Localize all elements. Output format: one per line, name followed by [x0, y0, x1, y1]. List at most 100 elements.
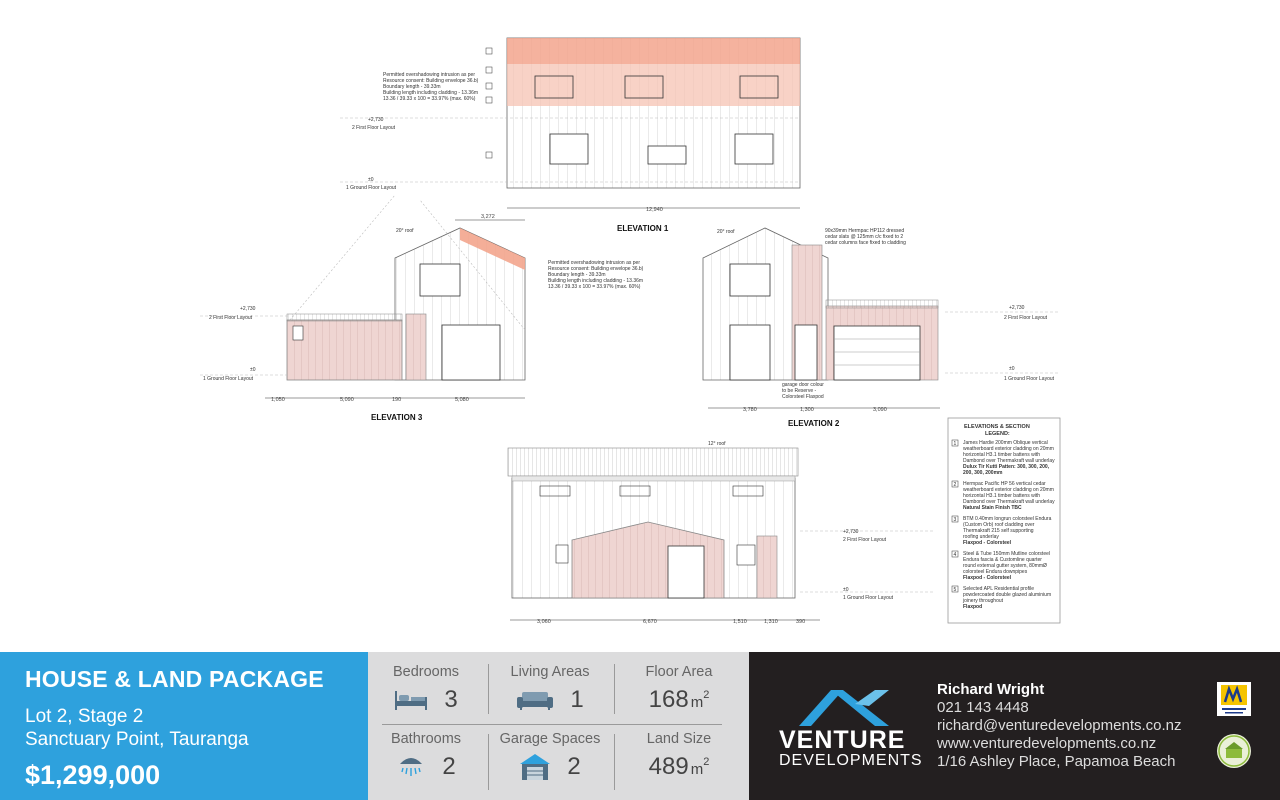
homestar-badge-icon [1217, 734, 1251, 768]
level-label: 1 Ground Floor Layout [203, 376, 254, 382]
legend-number: 5 [954, 587, 957, 593]
level-label: +2,730 [368, 117, 384, 123]
note-line: 13.36 / 39.33 x 100 = 33.97% (max. 60%) [548, 284, 641, 290]
level-label: 1 Ground Floor Layout [346, 185, 397, 191]
elevation-1-title: ELEVATION 1 [617, 224, 669, 233]
divider [382, 724, 722, 725]
level-label: ±0 [368, 177, 374, 183]
stat-living: Living Areas 1 [490, 664, 610, 714]
floor-area-label: Floor Area [645, 664, 713, 680]
divider [614, 734, 615, 790]
roof-label: 12° roof [708, 441, 726, 447]
note-line: Resource consent: Building envelope 36.b… [383, 78, 479, 84]
bed-icon [395, 691, 428, 710]
package-title: HOUSE & LAND PACKAGE [25, 666, 324, 692]
note-line: Permitted overshadowing intrusion as per [548, 260, 640, 266]
level-label: 2 First Floor Layout [352, 125, 396, 131]
note-line: Resource consent: Building envelope 36.b… [548, 266, 644, 272]
legend-number: 4 [954, 552, 957, 558]
level-label: +2,730 [1009, 305, 1025, 311]
location-label: Sanctuary Point, Tauranga [25, 729, 249, 750]
divider [488, 734, 489, 790]
stat-bedrooms: Bedrooms 3 [366, 664, 486, 714]
package-panel: HOUSE & LAND PACKAGE Lot 2, Stage 2 Sanc… [0, 652, 368, 800]
dim-label: 1,510 [733, 619, 747, 625]
office-address: 1/16 Ashley Place, Papamoa Beach [937, 753, 1176, 770]
note-line: Building length including cladding - 13.… [383, 90, 478, 96]
legend-finish: Dulux Tir Kutti Patten: 300, 300, 200,20… [963, 464, 1050, 476]
garage-value: 2 [567, 753, 581, 780]
garage-label: Garage Spaces [499, 731, 601, 747]
dim-label: 390 [796, 619, 805, 625]
brand-subname: DEVELOPMENTS [779, 752, 923, 769]
legend-text: BTM 0.40mm longrun colorsteel Endura(Cus… [963, 516, 1052, 540]
legend-title: ELEVATIONS & SECTION [964, 424, 1030, 430]
agent-panel: VENTURE DEVELOPMENTS Richard Wright 021 … [749, 652, 1280, 800]
brand-name: VENTURE [779, 726, 906, 754]
legend-number-box [951, 550, 959, 558]
level-label: 2 First Floor Layout [843, 537, 887, 543]
bathrooms-value: 2 [442, 753, 456, 780]
legend-finish: Flaxpod - Colorsteel [963, 575, 1012, 581]
dim-label: 1,300 [800, 407, 814, 413]
website-link[interactable]: www.venturedevelopments.co.nz [937, 735, 1157, 752]
level-label: ±0 [843, 587, 849, 593]
dim-label: 5,080 [455, 397, 469, 403]
legend-number: 3 [954, 517, 957, 523]
bedrooms-label: Bedrooms [392, 664, 460, 680]
legend-finish: Flaxpod [963, 604, 982, 610]
living-label: Living Areas [510, 664, 590, 680]
level-label: ±0 [250, 367, 256, 373]
venture-logo-icon [799, 690, 889, 726]
elevation-3: 1,050 5,090 190 5,080 3,272 ELEVATION 3 … [200, 194, 644, 422]
level-label: 1 Ground Floor Layout [1004, 376, 1055, 382]
legend-number-box [951, 480, 959, 488]
level-label: +2,730 [843, 529, 859, 535]
note-line: 90x39mm Hermpac HP112 dressed [825, 228, 904, 234]
dim-label: 6,670 [643, 619, 657, 625]
legend-number-box [951, 515, 959, 523]
legend-number: 1 [954, 441, 957, 447]
note-line: Boundary length - 39.33m [548, 272, 606, 278]
land-size-label: Land Size [646, 731, 712, 747]
agent-name: Richard Wright [937, 681, 1045, 698]
note-line: Colorsteel Flaxpod [782, 394, 824, 400]
divider [488, 664, 489, 714]
legend-finish: Natural Stain Finish TBC [963, 505, 1022, 511]
stat-bathrooms: Bathrooms 2 [366, 731, 486, 781]
legend-subtitle: LEGEND: [985, 431, 1010, 437]
note-line: Boundary length - 39.33m [383, 84, 441, 90]
garage-icon [520, 754, 551, 780]
master-builders-badge-icon [1217, 682, 1251, 716]
agent-phone[interactable]: 021 143 4448 [937, 699, 1029, 716]
legend-finish: Flaxpod - Colorsteel [963, 540, 1012, 546]
note-line: 13.36 / 39.33 x 100 = 33.97% (max. 60%) [383, 96, 476, 102]
stat-garage: Garage Spaces 2 [490, 731, 610, 781]
note-line: cedar slats @ 125mm c/c fixed to 2 [825, 234, 903, 240]
legend-number-box [951, 585, 959, 593]
agent-email[interactable]: richard@venturedevelopments.co.nz [937, 717, 1182, 734]
legend-number-box [951, 439, 959, 447]
legend-number: 2 [954, 482, 957, 488]
level-label: +2,730 [240, 306, 256, 312]
lot-label: Lot 2, Stage 2 [25, 706, 144, 727]
bedrooms-value: 3 [444, 686, 458, 713]
elevation-2: 3,780 1,300 3,090 ELEVATION 2 20° roof 9… [702, 227, 1060, 428]
dim-label: 1,050 [271, 397, 285, 403]
footer-bar: HOUSE & LAND PACKAGE Lot 2, Stage 2 Sanc… [0, 652, 1280, 800]
dim-label: 3,060 [537, 619, 551, 625]
note-line: to be Reserve - [782, 388, 817, 394]
elevation-drawings: 12,940 ELEVATION 1 Permitted overshadowi… [200, 37, 1061, 625]
dim-label: 3,780 [743, 407, 757, 413]
dim-label: 190 [392, 397, 401, 403]
level-label: ±0 [1009, 366, 1015, 372]
elevation-3-title: ELEVATION 3 [371, 413, 423, 422]
price: $1,299,000 [25, 760, 161, 790]
